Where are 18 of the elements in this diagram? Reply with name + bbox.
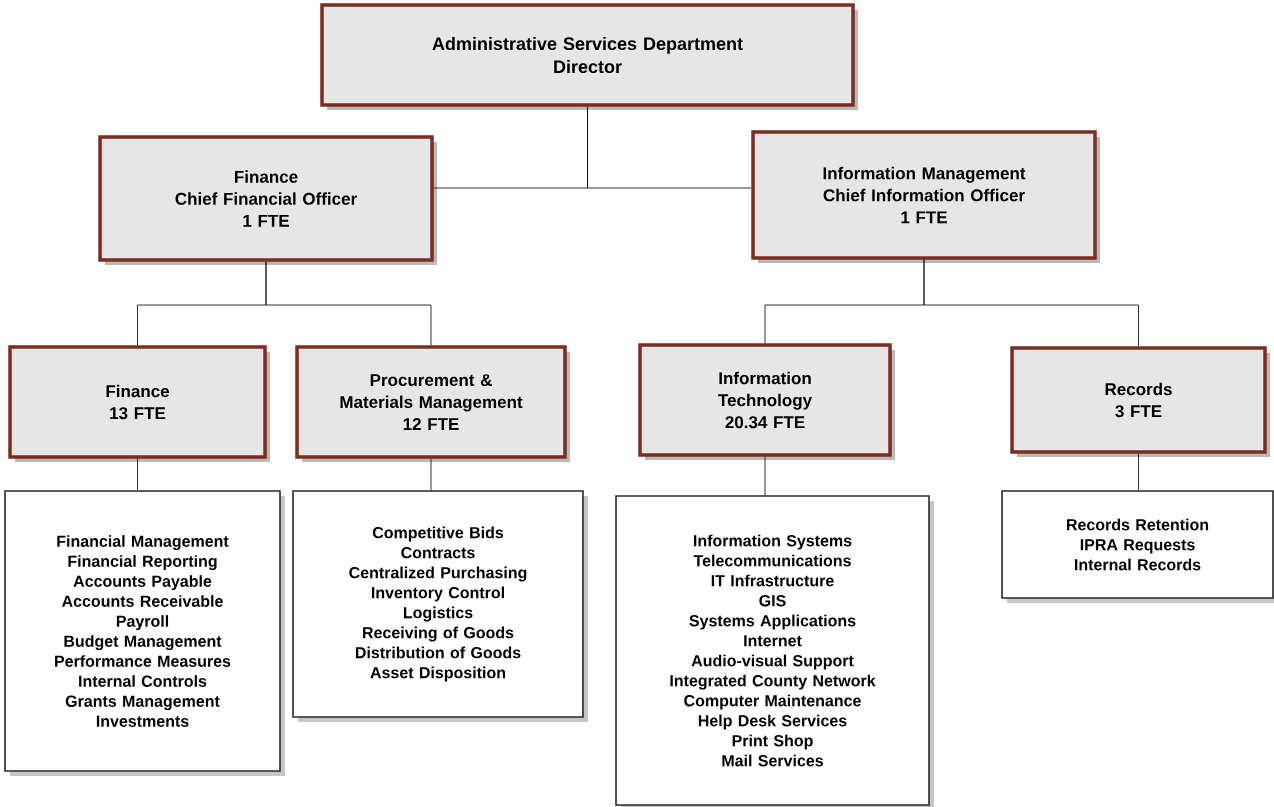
connector-line <box>587 106 752 189</box>
list-box: Records Retention IPRA Requests Internal Records <box>1001 490 1274 603</box>
list-box: Financial Management Financial Reporting Accounts Payable Accounts Receivable Payroll Budget Management Performance Measures Internal Controls Grants Management Investments <box>4 490 285 776</box>
list-box: Competitive Bids Contracts Centralized Purchasing Inventory Control Logistics Receiving of Goods Distribution of Goods Asset Disposition <box>292 490 588 722</box>
title-box: Information Management Chief Information Officer 1 FTE <box>751 130 1100 263</box>
title-box: Finance 13 FTE <box>8 345 270 462</box>
title-box: Information Technology 20.34 FTE <box>638 343 895 460</box>
title-box: Finance Chief Financial Officer 1 FTE <box>98 135 437 265</box>
title-box: Records 3 FTE <box>1010 346 1270 457</box>
title-box: Procurement & Materials Management 12 FTE <box>295 345 570 462</box>
connector-line <box>1138 453 1139 491</box>
connector-line <box>137 458 138 491</box>
connector-line <box>430 458 432 491</box>
list-box: Information Systems Telecommunications IT Infrastructure GIS Systems Applications Internet Audio-visual Support Integrated County Network Computer Maintenance Help Desk Services Print Shop Mail Services <box>615 495 934 807</box>
connector-line <box>764 456 766 496</box>
title-box: Administrative Services Department Director <box>320 3 858 110</box>
connector-line <box>265 261 432 346</box>
connector-line <box>923 259 1139 347</box>
